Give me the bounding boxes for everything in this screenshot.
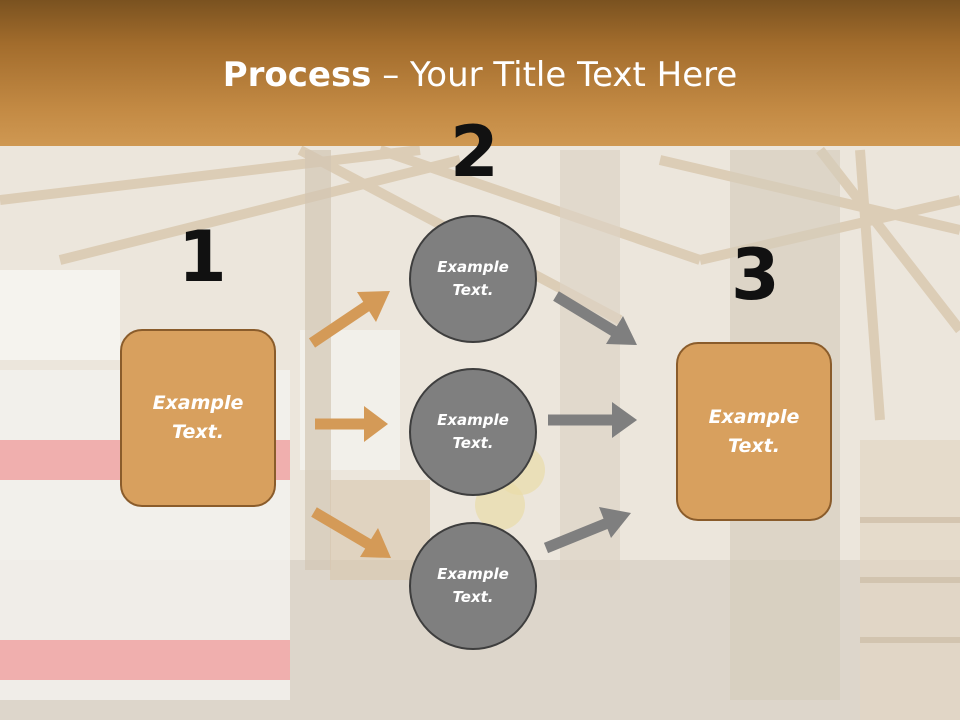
slide-title: Process – Your Title Text Here [0,52,960,98]
step-3-text: Example Text. [708,405,800,457]
step-2-circle-2-text: Example Text. [437,411,509,452]
title-bar [0,0,960,146]
step-2-circle-2[interactable]: Example Text. [409,368,537,496]
slide-title-bold: Process [222,55,372,95]
step-1-text: Example Text. [152,392,244,443]
step-2-circle-3[interactable]: Example Text. [409,522,537,650]
slide-title-rest: – Your Title Text Here [371,55,738,95]
step-2-circle-1[interactable]: Example Text. [409,215,537,343]
step-3-number: 3 [731,234,780,316]
step-2-number: 2 [450,111,499,193]
step-2-circle-3-text: Example Text. [437,565,509,606]
step-1-box[interactable]: Example Text. [120,329,276,507]
step-1-number: 1 [178,216,227,298]
step-3-box[interactable]: Example Text. [676,342,832,521]
step-2-circle-1-text: Example Text. [437,258,509,299]
